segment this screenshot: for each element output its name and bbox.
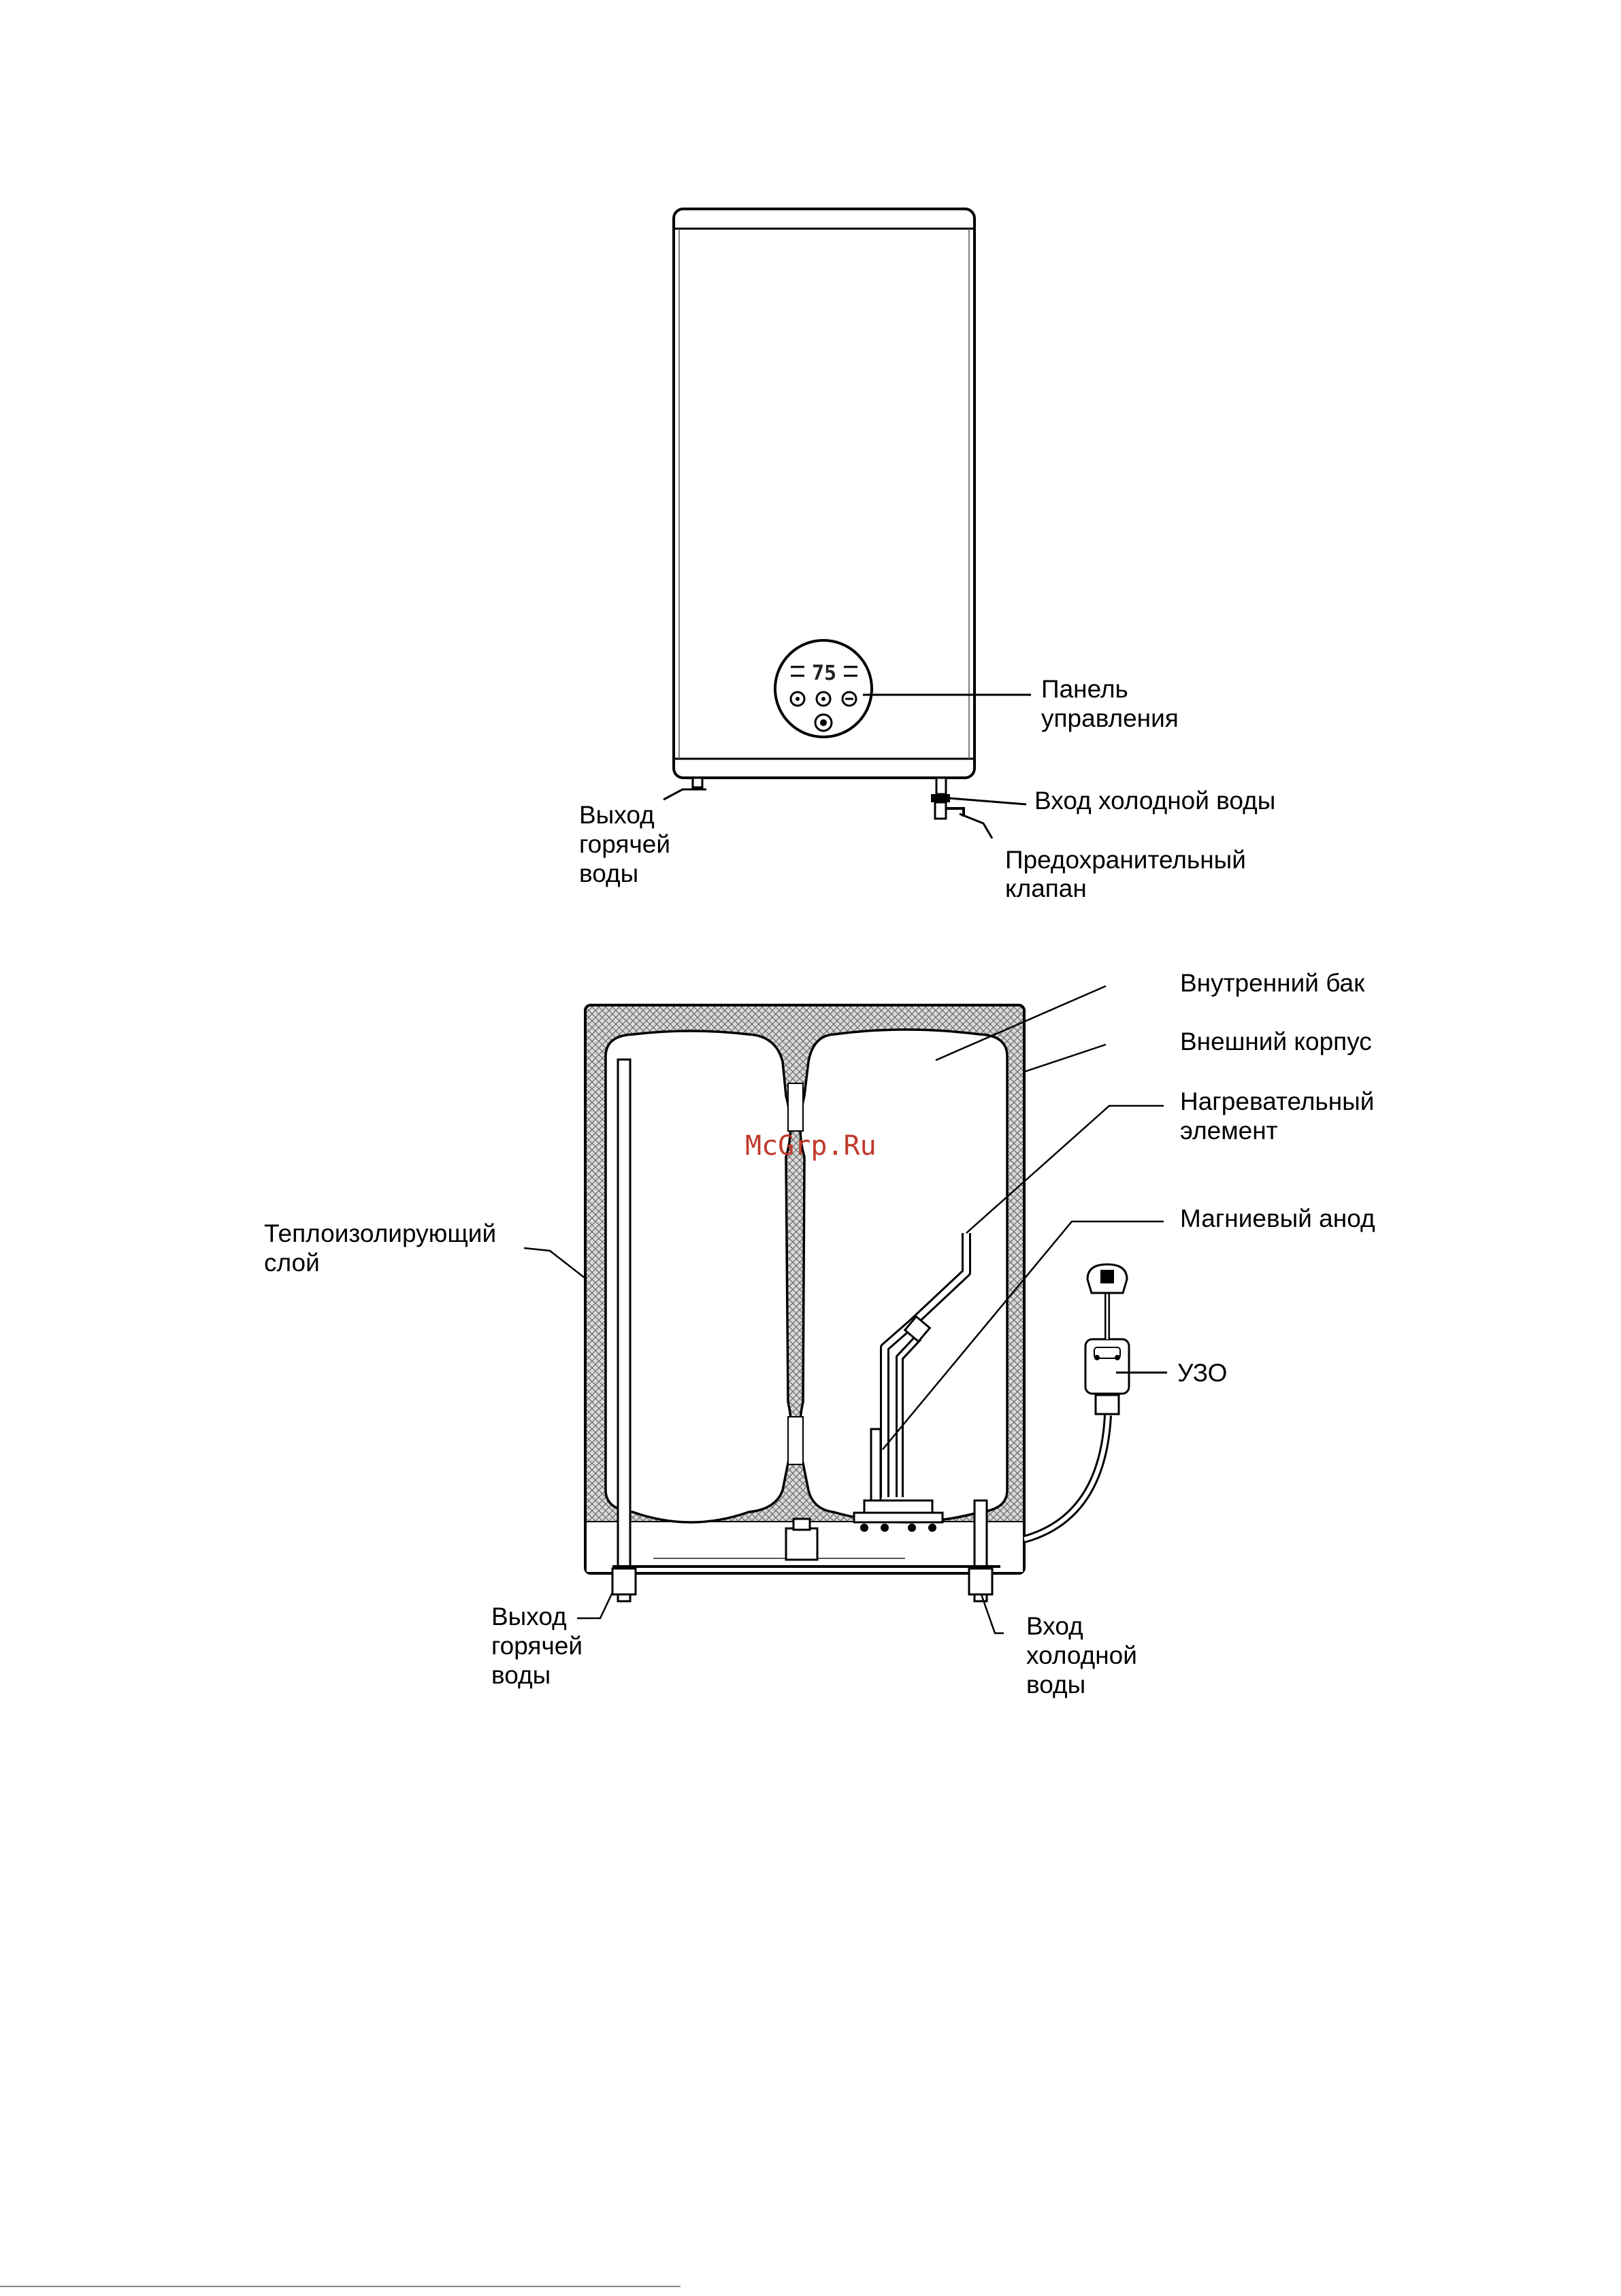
label-heating-element-2: элемент [1180, 1117, 1278, 1145]
temperature-display: 75 [812, 661, 836, 685]
label-safety-valve-1: Предохранительный [1005, 846, 1246, 874]
label-cold-inlet-2: холодной [1026, 1641, 1137, 1669]
label-safety-valve-2: клапан [1005, 874, 1087, 902]
label-cold-inlet: Вход холодной воды [1034, 787, 1275, 815]
terminal-box [786, 1528, 817, 1560]
label-rcd: УЗО [1177, 1359, 1227, 1387]
label-outer-casing: Внешний корпус [1180, 1028, 1372, 1055]
rcd-device [1085, 1293, 1129, 1414]
power-plug [1087, 1264, 1127, 1293]
label-heating-element-1: Нагревательный [1180, 1087, 1374, 1115]
label-inner-tank: Внутренний бак [1180, 969, 1365, 997]
label-hot-outlet-1: Выход [491, 1603, 567, 1630]
label-insulation-1: Теплоизолирующий [264, 1219, 496, 1247]
label-hot-outlet-2: горячей [491, 1632, 583, 1660]
control-panel: 75 [775, 640, 872, 737]
label-magnesium-anode: Магниевый анод [1180, 1204, 1375, 1232]
heater-exterior-view: 75 Панель управления Вход холодной воды … [579, 209, 1275, 902]
label-control-panel-2: управления [1041, 704, 1179, 732]
label-hot-outlet-2: горячей [579, 830, 670, 858]
inner-tank-left [606, 1031, 791, 1522]
label-hot-outlet-1: Выход [579, 801, 655, 829]
heater-cutaway-view: Внутренний бак Внешний корпус Нагревател… [264, 969, 1375, 1699]
watermark: McGrp.Ru [745, 1130, 877, 1162]
magnesium-anode [871, 1429, 881, 1500]
label-cold-inlet-1: Вход [1026, 1612, 1083, 1640]
label-insulation-2: слой [264, 1249, 320, 1277]
label-control-panel-1: Панель [1041, 675, 1128, 703]
hot-water-pipe [618, 1060, 630, 1601]
label-hot-outlet-3: воды [491, 1661, 551, 1689]
flange [864, 1500, 932, 1513]
label-hot-outlet-3: воды [579, 859, 638, 887]
label-cold-inlet-3: воды [1026, 1671, 1085, 1699]
